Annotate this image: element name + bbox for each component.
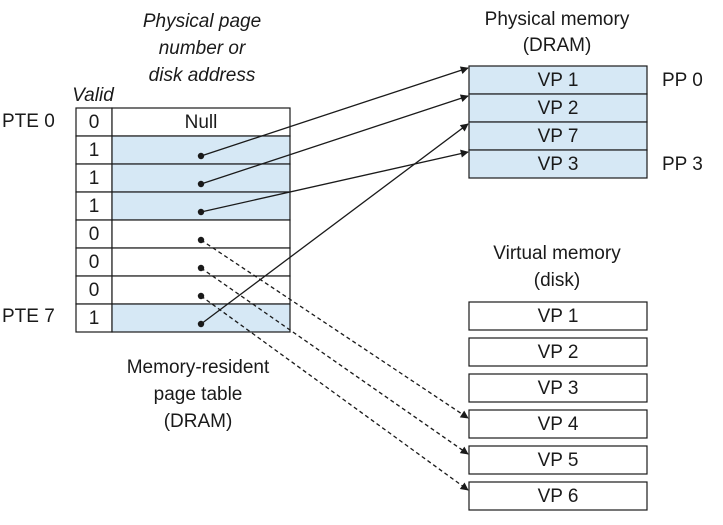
page-table-caption: Memory-resident page table (DRAM) <box>127 357 270 432</box>
page-table-entry: 1 <box>75 303 291 333</box>
valid-column-label: Valid <box>72 85 115 106</box>
valid-bit-cell <box>75 219 113 249</box>
disk-page: VP 5 <box>468 445 648 475</box>
valid-bit-value: 0 <box>89 252 100 273</box>
resident-mapping-arrow <box>197 149 469 216</box>
virtual-memory-title-line: Virtual memory <box>493 243 621 264</box>
disk-page-label: VP 6 <box>538 486 579 507</box>
valid-bit-cell <box>75 275 113 305</box>
physical-page-box <box>468 121 648 151</box>
mapping-arrows <box>197 66 469 491</box>
page-table: 0 Null 1 1 1 0 0 0 1 <box>75 107 291 333</box>
valid-bit-cell <box>75 303 113 333</box>
disk-page-box <box>468 481 648 511</box>
page-table-entry: 0 <box>75 247 291 277</box>
disk-page-box <box>468 373 648 403</box>
resident-mapping-arrow <box>197 123 469 328</box>
page-table-entry: 0 <box>75 219 291 249</box>
resident-mapping-arrow <box>197 94 469 188</box>
valid-bit-value: 1 <box>89 196 100 217</box>
page-table-entry: 1 <box>75 191 291 221</box>
resident-mapping-arrow <box>197 66 469 160</box>
disk-page: VP 3 <box>468 373 648 403</box>
virtual-memory: VP 1 VP 2 VP 3 VP 4 VP 5 VP 6 <box>468 301 648 511</box>
physical-page-label: VP 7 <box>538 126 579 147</box>
disk-page: VP 1 <box>468 301 648 331</box>
disk-page-box <box>468 445 648 475</box>
physical-page: VP 7 <box>468 121 648 151</box>
valid-bit-value: 0 <box>89 112 100 133</box>
disk-page-label: VP 3 <box>538 378 579 399</box>
page-table-entry: 1 <box>75 163 291 193</box>
page-table-entry: 0 <box>75 275 291 305</box>
virtual-memory-title-line: (disk) <box>534 270 580 291</box>
pp-last-label: PP 3 <box>662 154 703 175</box>
pointer-line <box>200 94 469 185</box>
physical-page-label: VP 3 <box>538 154 579 175</box>
pointer-line <box>200 295 469 491</box>
page-table-entry: 0 Null <box>75 107 291 137</box>
disk-page-label: VP 5 <box>538 450 579 471</box>
page-table-header-line: disk address <box>149 65 256 86</box>
physical-page-box <box>468 93 648 123</box>
address-cell <box>111 107 291 137</box>
physical-page-box <box>468 149 648 179</box>
pp-first-label: PP 0 <box>662 70 703 91</box>
disk-page-label: VP 2 <box>538 342 579 363</box>
disk-page-label: VP 1 <box>538 306 579 327</box>
valid-bit-value: 1 <box>89 140 100 161</box>
disk-mapping-arrow <box>197 292 469 491</box>
physical-page: VP 3 <box>468 149 648 179</box>
disk-page-box <box>468 409 648 439</box>
page-table-caption-line: Memory-resident <box>127 357 270 378</box>
pointer-line <box>200 239 469 419</box>
pte-first-label: PTE 0 <box>2 111 55 132</box>
valid-bit-value: 1 <box>89 168 100 189</box>
valid-bit-value: 0 <box>89 280 100 301</box>
physical-memory-title-line: (DRAM) <box>523 35 592 56</box>
page-table-entry: 1 <box>75 135 291 165</box>
pointer-line <box>200 267 469 455</box>
physical-page-box <box>468 65 648 95</box>
disk-mapping-arrow <box>197 264 469 455</box>
physical-page: VP 1 <box>468 65 648 95</box>
valid-bit-value: 0 <box>89 224 100 245</box>
physical-page-label: VP 2 <box>538 98 579 119</box>
disk-page: VP 6 <box>468 481 648 511</box>
address-cell <box>111 303 291 333</box>
pointer-line <box>200 123 469 325</box>
pte-last-label: PTE 7 <box>2 306 55 327</box>
physical-memory: VP 1 VP 2 VP 7 VP 3 <box>468 65 648 179</box>
physical-page-label: VP 1 <box>538 70 579 91</box>
physical-memory-title-line: Physical memory <box>485 9 630 30</box>
disk-mapping-arrow <box>197 236 469 419</box>
page-table-header-line: Physical page <box>143 11 261 32</box>
physical-memory-title: Physical memory (DRAM) <box>485 9 630 56</box>
disk-page: VP 4 <box>468 409 648 439</box>
disk-page-box <box>468 301 648 331</box>
disk-page-label: VP 4 <box>538 414 579 435</box>
address-cell <box>111 219 291 249</box>
virtual-memory-title: Virtual memory (disk) <box>493 243 621 291</box>
address-cell <box>111 191 291 221</box>
page-table-header-line: number or <box>159 38 246 59</box>
page-table-header: Physical page number or disk address <box>143 11 261 86</box>
address-cell <box>111 247 291 277</box>
valid-bit-value: 1 <box>89 308 100 329</box>
page-table-caption-line: (DRAM) <box>164 411 233 432</box>
address-cell <box>111 135 291 165</box>
address-cell <box>111 275 291 305</box>
disk-page-box <box>468 337 648 367</box>
pointer-line <box>200 66 469 157</box>
pointer-line <box>200 149 469 213</box>
disk-page: VP 2 <box>468 337 648 367</box>
page-table-caption-line: page table <box>154 384 243 405</box>
address-value: Null <box>185 112 218 133</box>
address-cell <box>111 163 291 193</box>
physical-page: VP 2 <box>468 93 648 123</box>
